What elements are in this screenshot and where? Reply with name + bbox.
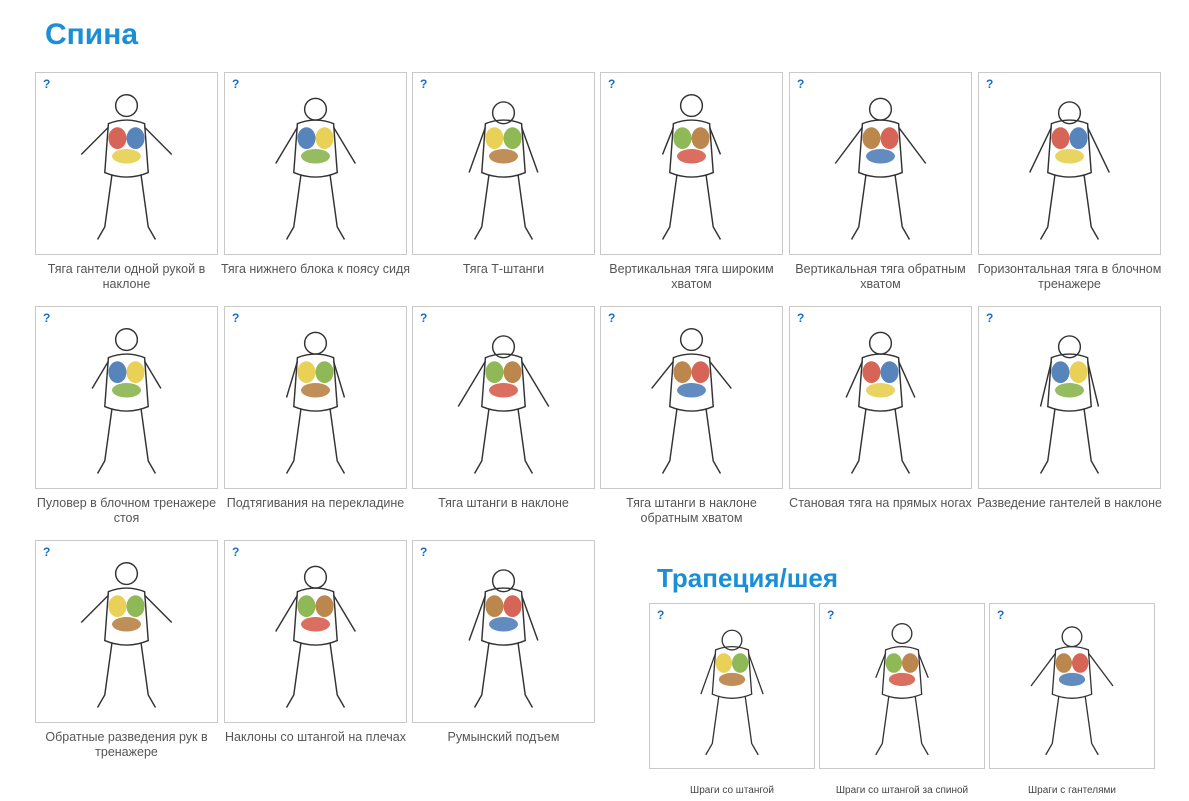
help-icon[interactable]: ? <box>420 311 428 325</box>
help-icon[interactable]: ? <box>797 77 805 91</box>
exercise-caption: Обратные разведения рук в тренажере <box>45 730 208 759</box>
exercise-illustration <box>285 331 346 474</box>
exercise-illustration <box>875 623 929 756</box>
section-title-traps: Трапеция/шея <box>657 563 839 593</box>
exercise-illustration <box>1030 626 1114 756</box>
exercise-illustration <box>80 561 173 708</box>
exercise-caption: Становая тяга на прямых ногах <box>789 496 972 510</box>
exercise-card[interactable]: ? <box>819 603 985 769</box>
exercise-card[interactable]: ? <box>978 72 1161 255</box>
help-icon[interactable]: ? <box>827 608 835 622</box>
exercise-caption: Тяга Т-штанги <box>462 262 545 276</box>
exercise-caption: Шраги со штангой <box>690 785 774 796</box>
help-icon[interactable]: ? <box>232 77 240 91</box>
exercise-illustration <box>661 93 722 240</box>
exercise-illustration <box>275 97 356 240</box>
help-icon[interactable]: ? <box>608 311 616 325</box>
exercise-card[interactable]: ? <box>412 540 595 723</box>
exercise-card[interactable]: ? <box>789 306 972 489</box>
exercise-card[interactable]: ? <box>649 603 815 769</box>
help-icon[interactable]: ? <box>43 311 51 325</box>
exercise-illustration <box>468 101 539 240</box>
exercise-caption: Шраги с гантелями <box>1028 785 1116 796</box>
exercise-card[interactable]: ? <box>600 306 783 489</box>
help-icon[interactable]: ? <box>797 311 805 325</box>
exercise-illustration <box>457 335 550 474</box>
exercise-caption: Вертикальная тяга широким хватом <box>609 262 774 291</box>
help-icon[interactable]: ? <box>43 77 51 91</box>
exercise-caption: Вертикальная тяга обратным хватом <box>795 262 966 291</box>
help-icon[interactable]: ? <box>986 77 994 91</box>
exercise-caption: Тяга штанги в наклоне <box>438 496 569 510</box>
exercise-card[interactable]: ? <box>989 603 1155 769</box>
exercise-caption: Пуловер в блочном тренажере стоя <box>36 496 217 525</box>
exercise-illustration <box>1039 335 1100 474</box>
exercise-illustration <box>834 97 927 240</box>
help-icon[interactable]: ? <box>608 77 616 91</box>
help-icon[interactable]: ? <box>420 77 428 91</box>
exercise-illustration <box>1029 101 1110 240</box>
help-icon[interactable]: ? <box>420 545 428 559</box>
exercise-card[interactable]: ? <box>35 306 218 489</box>
help-icon[interactable]: ? <box>43 545 51 559</box>
exercise-caption: Румынский подъем <box>447 730 560 744</box>
exercise-illustration <box>91 327 162 474</box>
exercise-card[interactable]: ? <box>224 72 407 255</box>
exercise-illustration <box>80 93 173 240</box>
exercise-card[interactable]: ? <box>224 306 407 489</box>
exercise-card[interactable]: ? <box>224 540 407 723</box>
exercise-caption: Шраги со штангой за спиной <box>835 785 969 796</box>
exercise-caption: Тяга нижнего блока к поясу сидя <box>220 262 411 276</box>
exercise-caption: Тяга штанги в наклоне обратным хватом <box>626 496 757 525</box>
exercise-card[interactable]: ? <box>789 72 972 255</box>
section-title-back: Спина <box>45 18 139 51</box>
exercise-caption: Горизонтальная тяга в блочном тренажере <box>977 262 1162 291</box>
exercise-card[interactable]: ? <box>412 306 595 489</box>
exercise-caption: Подтягивания на перекладине <box>226 496 405 510</box>
exercise-illustration <box>845 331 916 474</box>
exercise-illustration <box>468 569 539 708</box>
exercise-caption: Наклоны со штангой на плечах <box>225 730 406 744</box>
exercise-card[interactable]: ? <box>600 72 783 255</box>
exercise-illustration <box>651 327 732 474</box>
help-icon[interactable]: ? <box>657 608 665 622</box>
exercise-card[interactable]: ? <box>412 72 595 255</box>
help-icon[interactable]: ? <box>986 311 994 325</box>
help-icon[interactable]: ? <box>997 608 1005 622</box>
exercise-card[interactable]: ? <box>978 306 1161 489</box>
help-icon[interactable]: ? <box>232 545 240 559</box>
help-icon[interactable]: ? <box>232 311 240 325</box>
exercise-illustration <box>275 565 356 708</box>
exercise-caption: Разведение гантелей в наклоне <box>977 496 1162 510</box>
exercise-illustration <box>700 629 764 756</box>
exercise-caption: Тяга гантели одной рукой в наклоне <box>47 262 206 291</box>
exercise-card[interactable]: ? <box>35 540 218 723</box>
exercise-card[interactable]: ? <box>35 72 218 255</box>
